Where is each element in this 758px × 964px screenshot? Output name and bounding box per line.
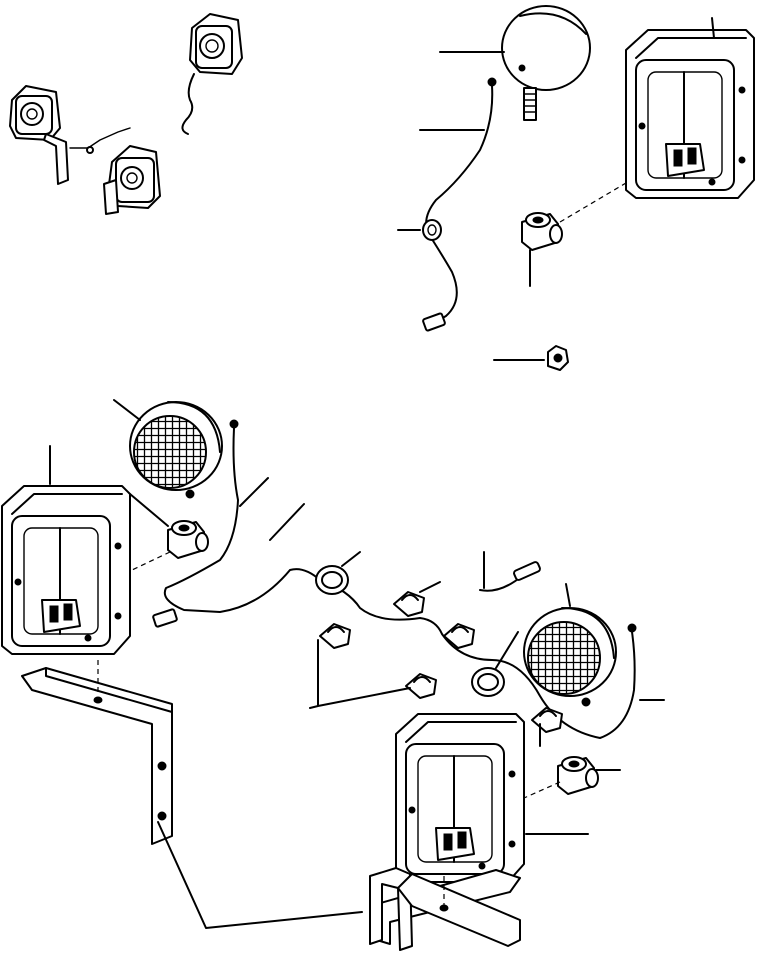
work-lamp-right — [523, 607, 617, 697]
mount-knuckle-right — [557, 756, 599, 795]
overview-lamp-top — [181, 13, 243, 135]
grommet-ring-2 — [471, 667, 505, 697]
wiring-harness — [152, 419, 637, 739]
lamp-housing-top — [625, 29, 755, 199]
work-lamp-left — [129, 401, 223, 491]
wire-clip-5 — [531, 707, 563, 733]
overview-lamp-left — [9, 85, 69, 185]
lamp-housing-right — [395, 713, 525, 883]
leader-grommet-1 — [341, 551, 361, 567]
lamp-detail-assembly — [397, 5, 755, 371]
assembly-line-left — [131, 551, 171, 571]
leader-grommet-2 — [495, 631, 519, 669]
mounting-bracket-right-detail — [369, 867, 521, 951]
leader-housing-top — [711, 17, 715, 39]
mounting-bracket-left — [21, 667, 173, 845]
grommet-ring-1 — [315, 565, 349, 595]
mount-knuckle-left — [167, 520, 209, 559]
leader-clips-shared — [309, 639, 411, 709]
main-lamp-assembly — [1, 399, 665, 951]
leader-clip-1 — [419, 581, 441, 593]
leader-lamp-right — [565, 583, 571, 607]
lamp-cable-top — [422, 77, 497, 332]
nut — [547, 345, 569, 371]
work-lamp-top — [501, 5, 591, 121]
wire-clip-3 — [319, 623, 351, 649]
leader-brackets-shared — [157, 821, 363, 929]
overview-assembly — [9, 13, 243, 215]
wire-clip-2 — [443, 623, 475, 649]
wire-clip-1 — [393, 591, 425, 617]
leader-lamp-left — [113, 399, 141, 421]
leader-knuckle-left — [129, 493, 169, 527]
overview-lamp-right — [103, 145, 161, 215]
mount-knuckle-top — [521, 212, 563, 251]
assembly-line-right — [523, 781, 561, 799]
wire-clip-4 — [405, 673, 437, 699]
lamp-housing-left — [1, 485, 131, 655]
